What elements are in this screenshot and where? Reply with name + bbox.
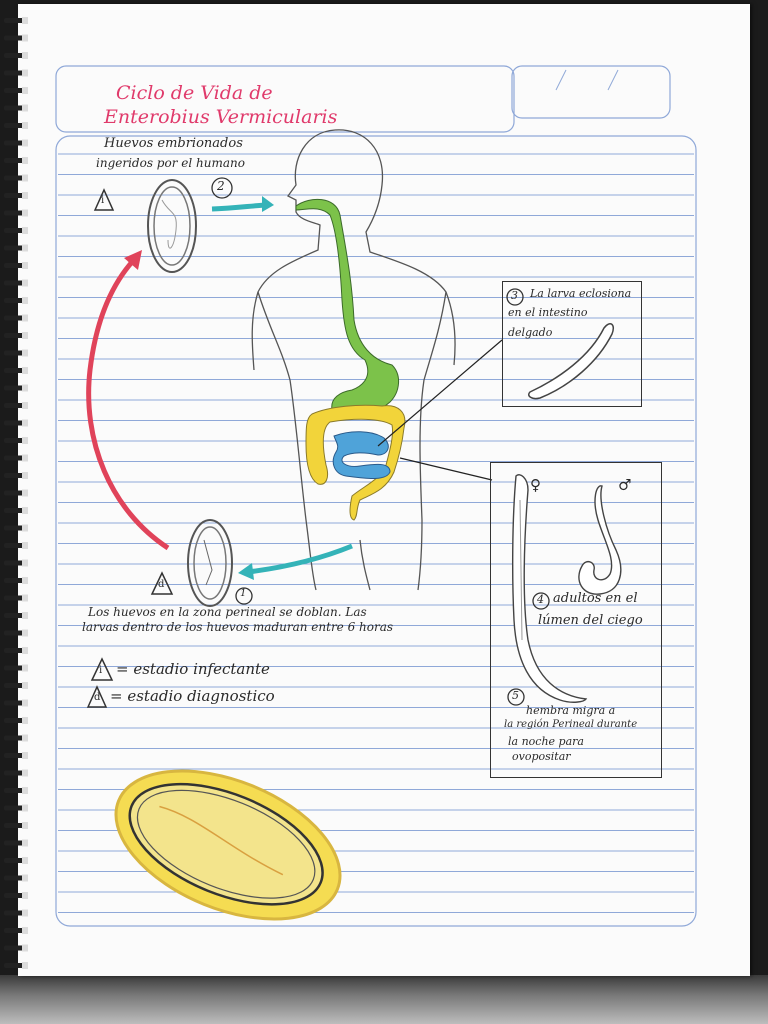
step-4-text-line-1: adultos en el: [553, 591, 638, 606]
legend-infective-label: = estadio infectante: [116, 660, 270, 678]
step-1-circle-icon: [235, 587, 253, 605]
esophagus-stomach: [295, 198, 399, 417]
infective-marker-letter: i: [101, 195, 105, 206]
arrow-ingestion: [211, 196, 274, 212]
egg-closeup-drawing: [114, 769, 342, 921]
female-symbol: ♀: [530, 476, 541, 494]
perianal-egg-drawing: [187, 519, 233, 607]
diagnostic-marker-letter: d: [158, 579, 165, 590]
embryonated-egg-drawing: [147, 179, 197, 273]
step-3-text-line-2: en el intestino: [508, 306, 588, 319]
step-3-box: [502, 281, 642, 407]
pointer-line-large-intestine: [399, 457, 493, 481]
step-2-circle-icon: [211, 177, 233, 199]
step-3-number: 3: [511, 289, 518, 302]
step-5-text-line-3: la noche para: [508, 735, 584, 748]
step-3-circle-icon: [506, 288, 524, 306]
legend-diagnostic-label: = estadio diagnostico: [110, 687, 275, 705]
step-4-number: 4: [537, 593, 544, 606]
step-1-text-line-2: larvas dentro de los huevos maduran entr…: [82, 620, 394, 634]
step-2-text-line-2: ingeridos por el humano: [96, 156, 245, 170]
step-5-text-line-1: hembra migra a: [526, 704, 616, 717]
step-1-text-line-1: Los huevos en la zona perineal se doblan…: [88, 605, 367, 619]
female-worm-drawing: [511, 474, 588, 703]
legend-infective-symbol: i: [99, 665, 103, 676]
spiral-binding: [4, 17, 28, 969]
step-2-text-line-1: Huevos embrionados: [104, 136, 243, 151]
step-4-circle-icon: [532, 592, 550, 610]
diagnostic-stage-triangle-icon: [150, 571, 174, 595]
step-5-number: 5: [512, 689, 519, 702]
step-4-5-box: [490, 462, 662, 778]
scan-bottom-edge: [0, 975, 768, 1024]
ruled-lines: [55, 65, 697, 927]
pointer-line-small-intestine: [377, 339, 503, 447]
legend-diagnostic-triangle-icon: [86, 685, 108, 708]
step-2-number: 2: [217, 179, 225, 193]
large-intestine: [305, 404, 406, 521]
step-5-circle-icon: [507, 688, 525, 706]
step-1-number: 1: [240, 588, 247, 599]
title-line-2: Enterobius Vermicularis: [104, 106, 338, 128]
small-intestine: [332, 431, 391, 479]
legend-infective-triangle-icon: [90, 657, 114, 681]
larva-drawing: [528, 323, 615, 400]
step-3-text-line-1: La larva eclosiona: [530, 287, 632, 300]
arrow-to-perianal: [238, 543, 353, 580]
step-3-text-line-3: delgado: [508, 326, 553, 339]
arrow-reinfection: [86, 250, 170, 551]
male-symbol: ♂: [618, 476, 632, 494]
title-line-1: Ciclo de Vida de: [116, 82, 273, 104]
legend-diagnostic-symbol: d: [94, 692, 101, 703]
infective-stage-triangle-icon: [93, 188, 115, 211]
step-5-text-line-4: ovopositar: [512, 750, 571, 763]
step-4-text-line-2: lúmen del ciego: [538, 613, 643, 628]
step-5-text-line-2: la región Perineal durante: [504, 719, 638, 730]
male-worm-drawing: [578, 485, 622, 595]
human-body-outline: [251, 129, 456, 591]
